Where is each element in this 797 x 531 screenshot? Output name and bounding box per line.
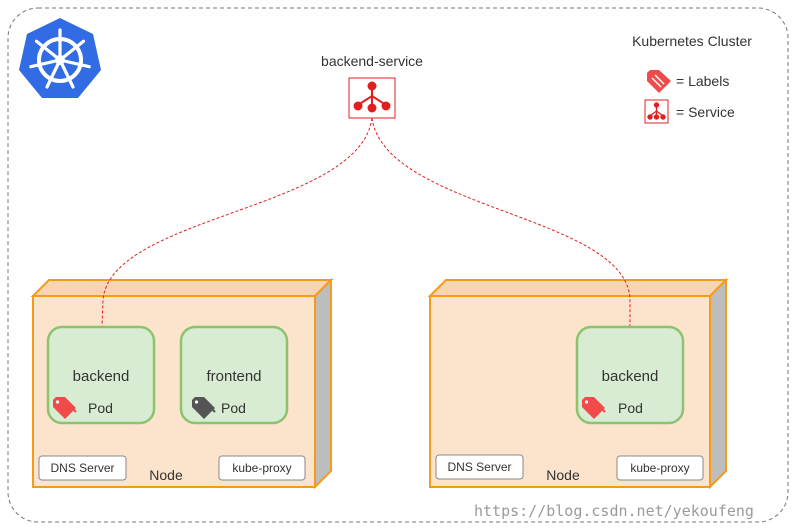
label-tag-icon	[582, 397, 606, 419]
watermark: https://blog.csdn.net/yekoufeng	[474, 502, 754, 520]
dns-server-right: DNS Server	[435, 454, 524, 480]
dns-server-label: DNS Server	[447, 460, 511, 474]
pod-name: frontend	[206, 368, 261, 385]
service-link-right	[371, 117, 631, 326]
service-legend-icon	[644, 99, 669, 124]
backend-service-icon[interactable]	[348, 77, 396, 119]
pod-frontend-left[interactable]: frontend Pod	[179, 325, 289, 425]
pod-kind: Pod	[221, 400, 246, 416]
service-link-left	[101, 117, 373, 327]
pod-kind: Pod	[88, 400, 113, 416]
kube-proxy-label: kube-proxy	[232, 461, 291, 475]
legend: = Labels = Service	[644, 70, 735, 124]
cluster-boundary	[7, 7, 789, 523]
node-label: Node	[546, 467, 580, 483]
node-label: Node	[149, 467, 183, 483]
legend-service-text: = Service	[676, 104, 735, 120]
labels-legend-tag-icon	[647, 70, 671, 93]
kube-proxy-left: kube-proxy	[218, 455, 306, 481]
service-name: backend-service	[321, 53, 423, 69]
kube-proxy-label: kube-proxy	[630, 461, 689, 475]
pod-backend-left[interactable]: backend Pod	[46, 325, 156, 425]
legend-labels-text: = Labels	[676, 73, 729, 89]
label-tag-icon	[192, 397, 216, 419]
pod-kind: Pod	[618, 400, 643, 416]
label-tag-icon	[53, 397, 77, 419]
pod-name: backend	[602, 368, 659, 385]
pod-name: backend	[73, 368, 130, 385]
cluster-title: Kubernetes Cluster	[632, 33, 752, 49]
dns-server-left: DNS Server	[38, 455, 127, 481]
kubernetes-logo-icon	[19, 18, 101, 98]
pod-backend-right[interactable]: backend Pod	[575, 325, 685, 425]
kube-proxy-right: kube-proxy	[616, 455, 704, 481]
dns-server-label: DNS Server	[50, 461, 114, 475]
